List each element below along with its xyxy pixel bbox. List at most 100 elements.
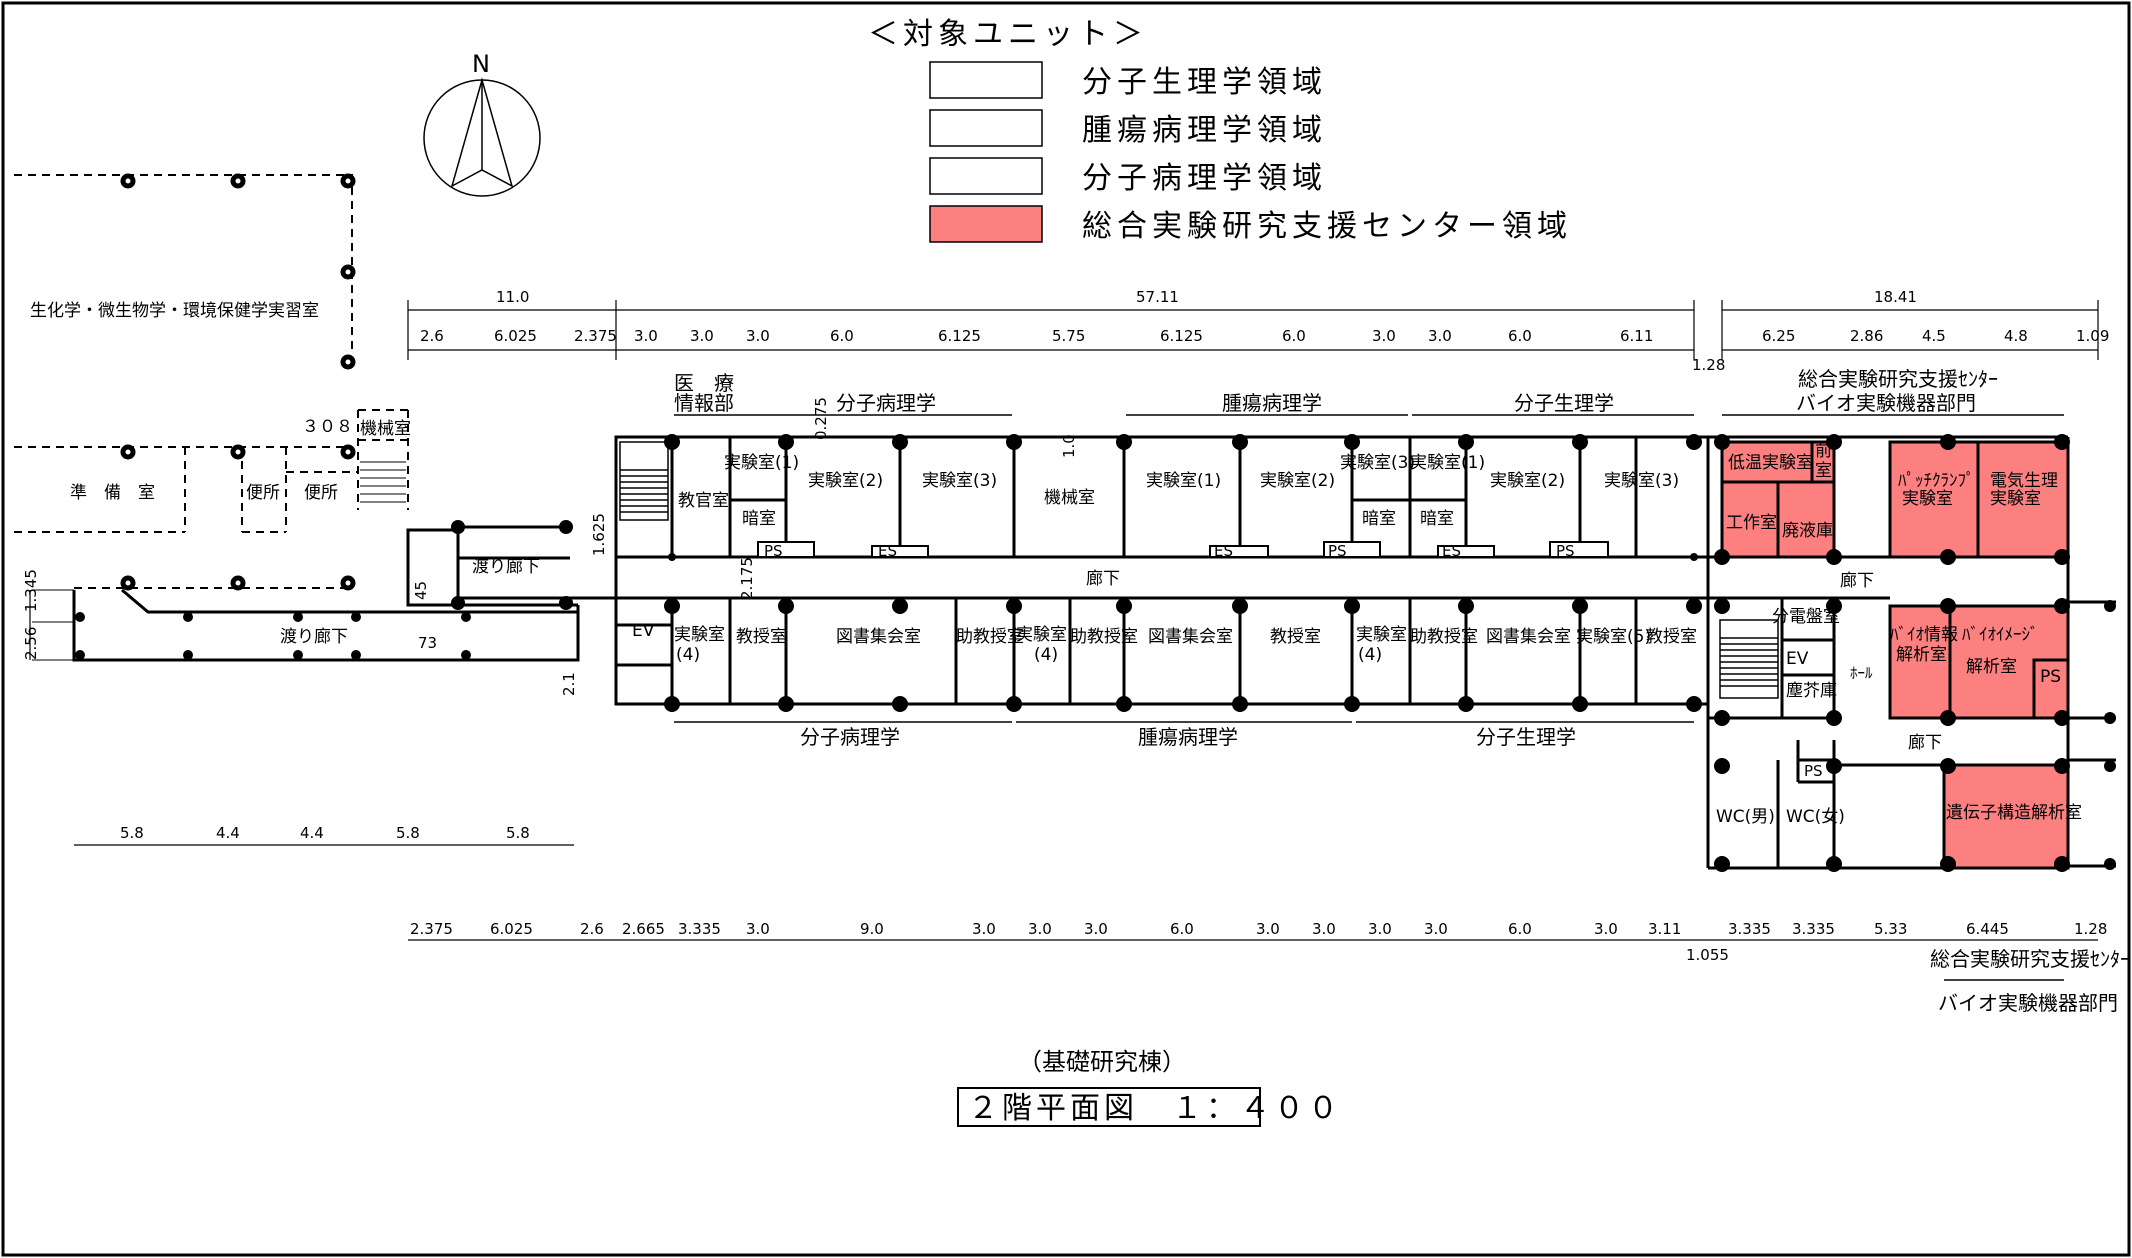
patch-lab-fill [1888, 440, 1980, 559]
room-lab-t4-a: 実験室 [1016, 625, 1067, 645]
main-stair-hatch [619, 441, 669, 521]
dim-bot-seg: 5.33 [1874, 920, 1907, 938]
room-prep: 準 備 室 [70, 483, 155, 503]
room-308: ３０８ [302, 417, 353, 437]
room-lab-p1: 実験室(1) [724, 453, 799, 473]
dim-top-seg: 3.0 [746, 327, 770, 345]
dim-top-seg: 2.375 [574, 327, 617, 345]
room-ps-p: PS [764, 542, 783, 560]
east-stair-hatch [1719, 619, 1779, 699]
dim-top-total-1: 11.0 [496, 288, 529, 306]
dim-bot-seg: 6.0 [1170, 920, 1194, 938]
room-bridge-lower: 渡り廊下 [280, 627, 348, 647]
room-corridor-main: 廊下 [1086, 569, 1120, 589]
room-corridor-east-2: 廊下 [1908, 733, 1942, 753]
room-machine-mid: 機械室 [1044, 488, 1095, 508]
dim-bot-extra: 1.055 [1686, 946, 1729, 964]
room-electro-a: 電気生理 [1990, 471, 2058, 491]
dim-bot-seg: 3.0 [1312, 920, 1336, 938]
room-lab-t2: 実験室(2) [1260, 471, 1335, 491]
section-top-tumor-pathology: 腫瘍病理学 [1222, 391, 1322, 415]
shaft-boxes [757, 541, 1609, 558]
room-assoc-p: 助教授室 [956, 627, 1024, 647]
room-lab-m4-a: 実験室 [1356, 625, 1407, 645]
room-lab-m5: 実験室(5) [1576, 627, 1651, 647]
room-dark-p: 暗室 [742, 509, 776, 529]
dim-bot-seg: 3.335 [678, 920, 721, 938]
dim-top-seg: 4.5 [1922, 327, 1946, 345]
legend-label-tumor-pathology: 腫瘍病理学領域 [1082, 113, 1327, 148]
room-ev-east: EV [1786, 649, 1809, 669]
waste-room-fill [1776, 480, 1836, 559]
dim-top-seg: 6.025 [494, 327, 537, 345]
dim-top-seg: 3.0 [634, 327, 658, 345]
dim-top-seg: 6.25 [1762, 327, 1795, 345]
room-med-info-1: 医 療 [674, 371, 734, 395]
dim-top-seg: 6.0 [1282, 327, 1306, 345]
room-toilet-1: 便所 [246, 483, 280, 503]
room-assoc-t: 助教授室 [1070, 627, 1138, 647]
room-low-temp: 低温実験室 [1728, 453, 1813, 473]
dim-top-seg: 6.125 [1160, 327, 1203, 345]
dim-bot-seg: 6.025 [490, 920, 533, 938]
dim-bot-seg: 3.0 [1028, 920, 1052, 938]
caption-title: ２階平面図 １：４００ [968, 1091, 1342, 1126]
main-building-columns [664, 434, 1702, 712]
dim-left-1: 1.345 [22, 569, 40, 612]
dim-bridge-seg: 5.8 [396, 824, 420, 842]
room-bioinfo-b: 解析室 [1896, 645, 1947, 665]
dim-top-seg: 3.0 [1372, 327, 1396, 345]
room-ps-east-1: PS [2040, 667, 2061, 687]
room-electro-b: 実験室 [1990, 489, 2041, 509]
west-dashed-area [14, 174, 409, 589]
section-bottom-molecular-pathology: 分子病理学 [800, 725, 900, 749]
section-labels: 分子病理学 腫瘍病理学 分子生理学 総合実験研究支援ｾﾝﾀｰ バイオ実験機器部門… [800, 367, 2130, 1015]
legend-title: ＜対象ユニット＞ [868, 17, 1148, 52]
compass-north-label: N [472, 50, 490, 78]
dim-top-seg: 1.09 [2076, 327, 2109, 345]
legend-swatch-molecular-physiology [929, 61, 1043, 99]
dim-top-seg: 3.0 [690, 327, 714, 345]
room-bioinfo-a: ﾊﾞｲｵ情報 [1890, 625, 1958, 645]
room-switchboard: 分電盤室 [1772, 607, 1840, 627]
room-west-lab: 生化学・微生物学・環境保健学実習室 [30, 301, 319, 321]
room-patch-b: 実験室 [1902, 489, 1953, 509]
room-med-info-2: 情報部 [674, 391, 734, 415]
room-wc-male: WC(男) [1716, 807, 1775, 827]
room-lab-p2: 実験室(2) [808, 471, 883, 491]
bioinfo-room-fill [1888, 604, 1952, 720]
section-bottom-molecular-physiology: 分子生理学 [1476, 725, 1576, 749]
room-lab-m3: 実験室(3) [1604, 471, 1679, 491]
section-arrows [674, 414, 2064, 981]
room-bioimage-a: ﾊﾞｲｵｲﾒｰｼﾞ [1962, 625, 2039, 645]
room-prof-m: 教授室 [1646, 627, 1697, 647]
dim-bridge-seg: 5.8 [506, 824, 530, 842]
room-gene: 遺伝子構造解析室 [1946, 803, 2082, 823]
dimension-lines [29, 300, 2099, 941]
dim-bot-seg: 2.665 [622, 920, 665, 938]
room-lab-m1: 実験室(1) [1410, 453, 1485, 473]
room-lab-t1: 実験室(1) [1146, 471, 1221, 491]
dim-top-total-3: 18.41 [1874, 288, 1917, 306]
room-toilet-2: 便所 [304, 483, 338, 503]
legend-label-support-center: 総合実験研究支援センター領域 [1082, 209, 1572, 244]
room-front-b: 室 [1815, 461, 1832, 481]
dim-top-seg: 6.125 [938, 327, 981, 345]
room-bioimage-b: 解析室 [1966, 657, 2017, 677]
room-es-m: ES [1442, 542, 1461, 560]
dim-bot-seg: 6.0 [1508, 920, 1532, 938]
room-prof-p: 教授室 [736, 627, 787, 647]
room-bridge-upper: 渡り廊下 [472, 557, 540, 577]
room-lab-p4-b: (4) [676, 645, 700, 665]
west-stair-hatch [360, 461, 406, 503]
dim-bot-seg: 3.11 [1648, 920, 1681, 938]
room-waste: 廃液庫 [1782, 521, 1833, 541]
room-corridor-east: 廊下 [1840, 571, 1874, 591]
caption-title-box [957, 1087, 1261, 1127]
dim-bridge-seg: 5.8 [120, 824, 144, 842]
room-workshop: 工作室 [1726, 513, 1777, 533]
dim-bot-seg: 3.335 [1792, 920, 1835, 938]
room-lab-p3: 実験室(3) [922, 471, 997, 491]
